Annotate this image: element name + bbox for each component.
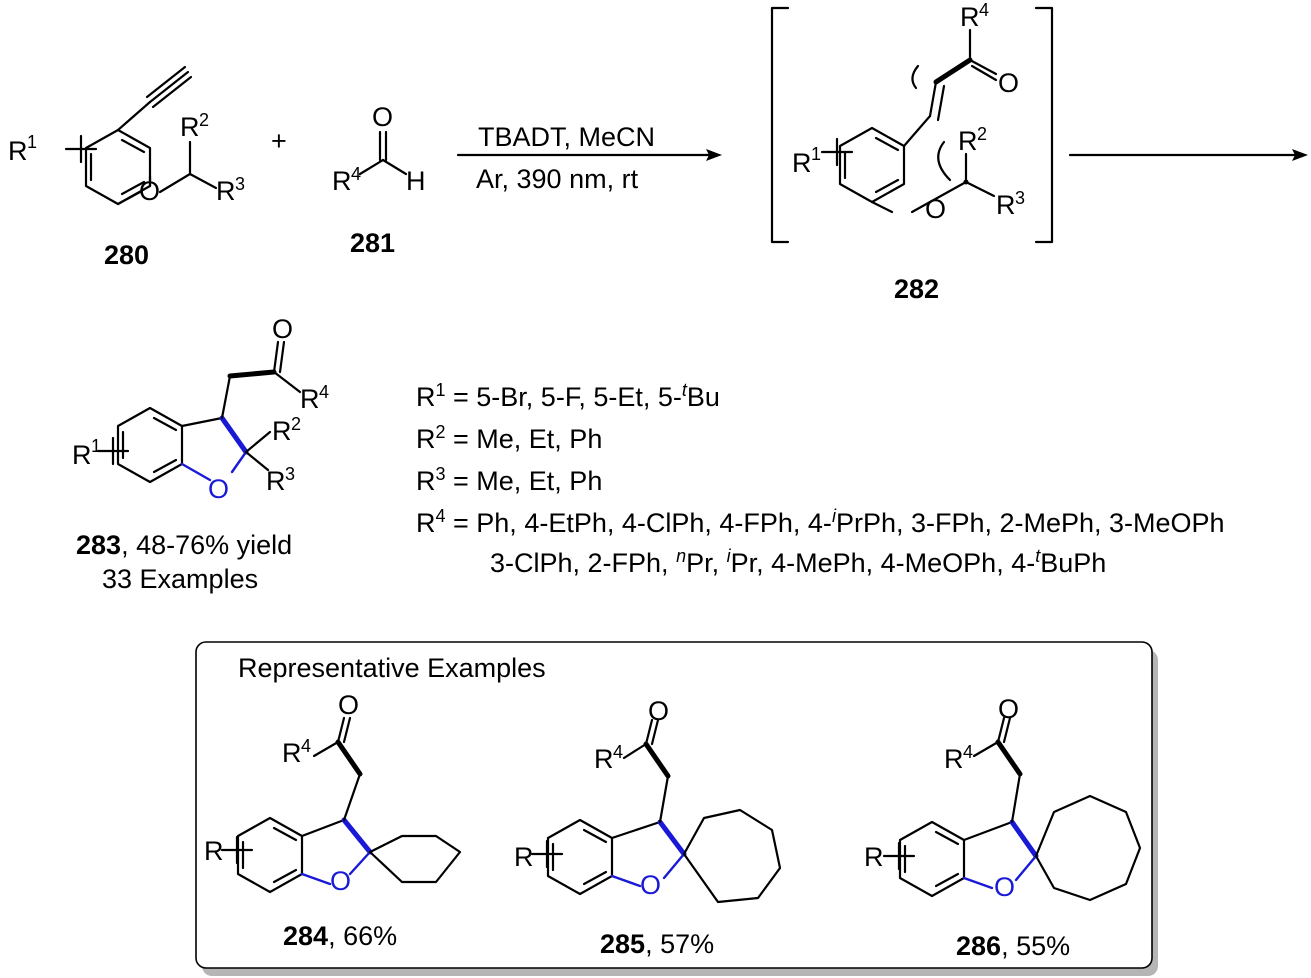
compound-number-282: 282 bbox=[894, 274, 939, 304]
oxygen-label: O bbox=[372, 102, 393, 132]
compound-286: R O O R 4 286, 55% bbox=[864, 694, 1142, 961]
r-label: R bbox=[282, 738, 302, 768]
r1-definition: R1 = 5-Br, 5-F, 5-Et, 5-tBu bbox=[416, 380, 720, 412]
compound-284-caption: 284, 66% bbox=[283, 921, 397, 951]
superscript: 4 bbox=[301, 736, 311, 756]
oxygen-label: O bbox=[272, 314, 293, 344]
substituent-list: R1 = 5-Br, 5-F, 5-Et, 5-tBu R2 = Me, Et,… bbox=[416, 380, 1225, 578]
r-label: R bbox=[514, 842, 534, 872]
oxygen-label: O bbox=[648, 696, 669, 726]
r-label: R bbox=[216, 176, 236, 206]
r-label: R bbox=[272, 416, 292, 446]
condition-line-1: TBADT, MeCN bbox=[478, 122, 655, 152]
compound-283-examples: 33 Examples bbox=[102, 564, 258, 594]
compound-282: R 1 R 4 O O R 2 R 3 282 bbox=[792, 0, 1025, 304]
superscript: 4 bbox=[963, 742, 973, 762]
compound-285-caption: 285, 57% bbox=[600, 929, 714, 959]
superscript: 2 bbox=[291, 414, 301, 434]
right-bracket bbox=[1034, 6, 1054, 244]
oxygen-label: O bbox=[338, 690, 359, 720]
superscript: 4 bbox=[613, 742, 623, 762]
oxygen-label: O bbox=[208, 474, 229, 504]
oxygen-label: O bbox=[330, 866, 351, 896]
r-label: R bbox=[8, 136, 28, 166]
compound-286-caption: 286, 55% bbox=[956, 931, 1070, 961]
representative-examples-box: Representative Examples R O O R 4 284, 6… bbox=[195, 641, 1158, 976]
left-bracket bbox=[770, 6, 790, 244]
r-label: R bbox=[944, 744, 964, 774]
r2-definition: R2 = Me, Et, Ph bbox=[416, 422, 602, 454]
compound-280: O R 1 R 2 R 3 280 bbox=[8, 65, 245, 270]
superscript: 4 bbox=[979, 0, 989, 20]
reaction-arrow-1: TBADT, MeCN Ar, 390 nm, rt bbox=[456, 122, 722, 194]
superscript: 1 bbox=[91, 436, 101, 456]
r-label: R bbox=[792, 148, 812, 178]
oxygen-label: O bbox=[139, 176, 160, 206]
compound-283: R 1 O R 2 R 3 O R 4 283, 48-76% yield 33… bbox=[72, 314, 329, 594]
r-label: R bbox=[864, 842, 884, 872]
compound-281: O R 4 H 281 bbox=[332, 102, 426, 258]
oxygen-label: O bbox=[998, 68, 1019, 98]
condition-line-2: Ar, 390 nm, rt bbox=[476, 164, 639, 194]
r4-definition: R4 = Ph, 4-EtPh, 4-ClPh, 4-FPh, 4-iPrPh,… bbox=[416, 506, 1225, 538]
superscript: 3 bbox=[285, 464, 295, 484]
r-label: R bbox=[594, 744, 614, 774]
r-label: R bbox=[266, 466, 286, 496]
compound-number-280: 280 bbox=[104, 240, 149, 270]
box-title: Representative Examples bbox=[238, 653, 546, 683]
superscript: 4 bbox=[319, 382, 329, 402]
r-label: R bbox=[958, 126, 978, 156]
compound-285: R O O R 4 285, 57% bbox=[514, 696, 782, 959]
r-label: R bbox=[180, 112, 200, 142]
oxygen-label: O bbox=[925, 194, 946, 224]
oxygen-label: O bbox=[640, 870, 661, 900]
oxygen-label: O bbox=[998, 694, 1019, 724]
compound-283-caption: 283, 48-76% yield bbox=[76, 530, 292, 560]
superscript: 2 bbox=[977, 124, 987, 144]
plus-sign: + bbox=[271, 126, 287, 156]
hydrogen-label: H bbox=[406, 166, 426, 196]
superscript: 1 bbox=[811, 144, 821, 164]
r3-definition: R3 = Me, Et, Ph bbox=[416, 464, 602, 496]
compound-number-281: 281 bbox=[350, 228, 395, 258]
superscript: 3 bbox=[1015, 188, 1025, 208]
r-label: R bbox=[332, 166, 352, 196]
r-label: R bbox=[72, 440, 92, 470]
r4-definition-line-2: 3-ClPh, 2-FPh, nPr, iPr, 4-MePh, 4-MeOPh… bbox=[490, 546, 1106, 578]
reaction-arrow-2 bbox=[1068, 149, 1308, 161]
oxygen-label: O bbox=[994, 872, 1015, 902]
r-label: R bbox=[960, 2, 980, 32]
r-label: R bbox=[204, 836, 224, 866]
superscript: 2 bbox=[199, 110, 209, 130]
r-label: R bbox=[300, 384, 320, 414]
compound-284: R O O R 4 284, 66% bbox=[204, 690, 462, 951]
r-label: R bbox=[996, 190, 1016, 220]
superscript: 3 bbox=[235, 174, 245, 194]
superscript: 1 bbox=[27, 132, 37, 152]
superscript: 4 bbox=[351, 164, 361, 184]
